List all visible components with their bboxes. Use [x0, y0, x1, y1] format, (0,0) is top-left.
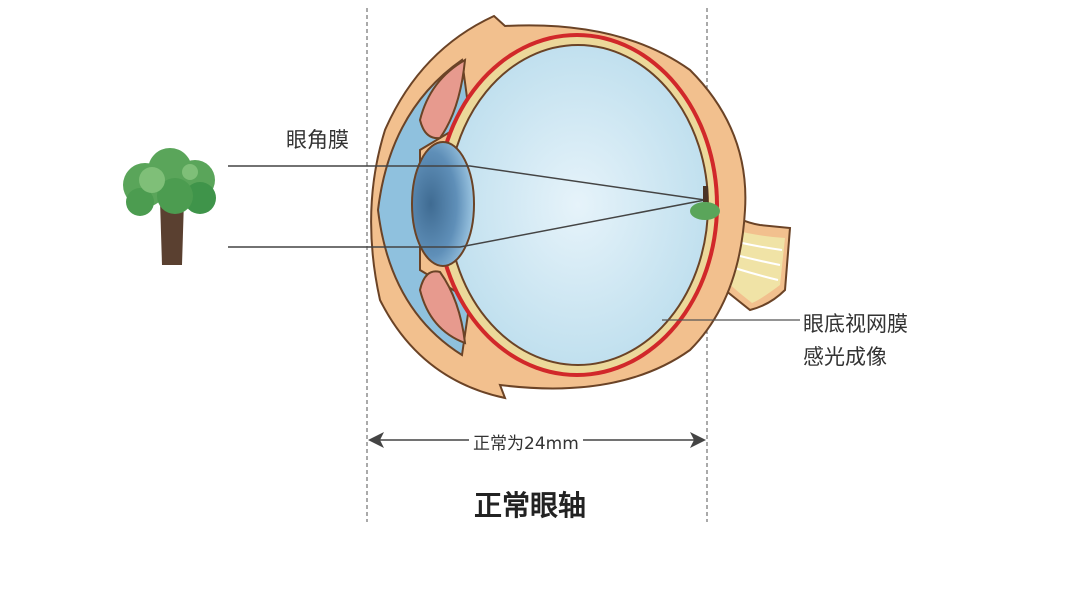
light-ray-bottom: [228, 199, 706, 248]
cornea-label: 眼角膜: [286, 128, 349, 152]
axis-length-label: 正常为24mm: [469, 429, 583, 454]
ciliary-body-top: [418, 58, 467, 140]
lens: [411, 141, 475, 267]
ciliary-body-bottom: [418, 270, 467, 345]
retina-label: 眼底视网膜: [803, 312, 908, 336]
cornea: [376, 58, 472, 357]
imaging-label: 感光成像: [803, 345, 887, 369]
light-ray-top: [228, 165, 706, 201]
diagram-title: 正常眼轴: [474, 489, 587, 522]
vitreous-body: [447, 44, 709, 366]
retinal-image-tree: [690, 186, 720, 220]
tree-icon: [123, 148, 216, 265]
